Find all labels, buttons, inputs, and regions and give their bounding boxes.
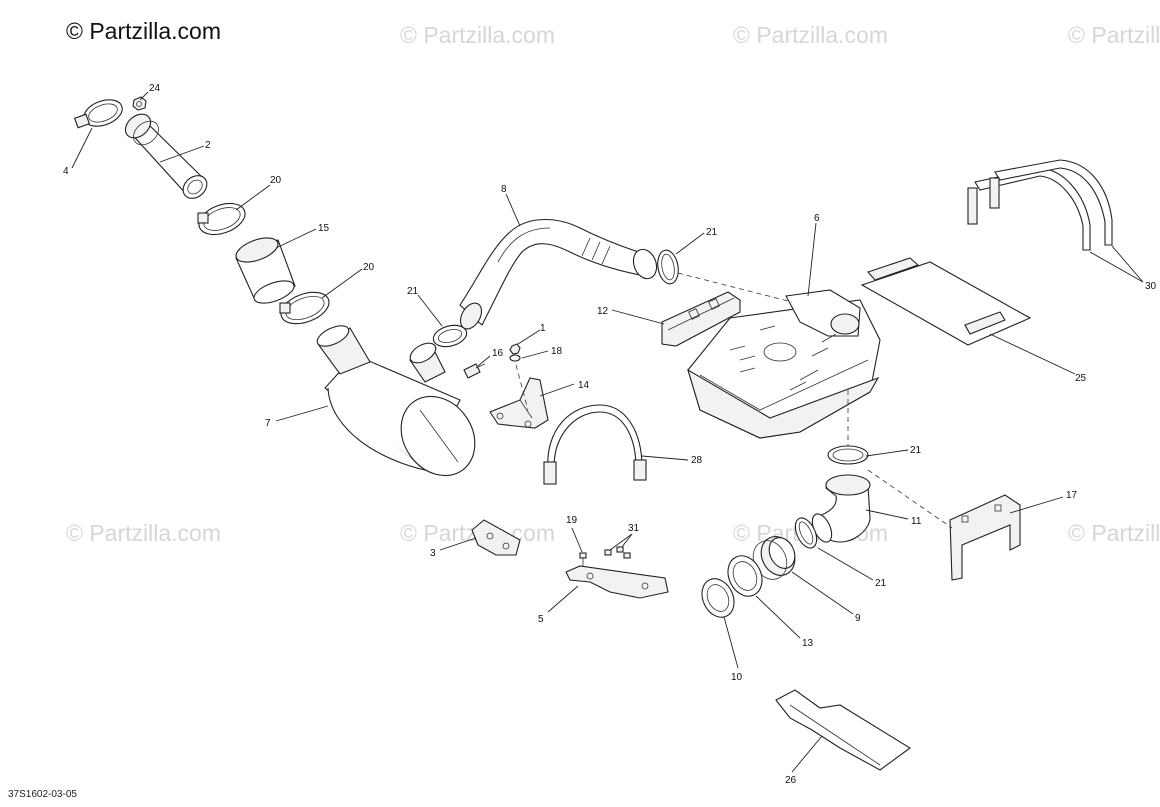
watermark: © Partzilla.com [1068, 22, 1160, 48]
callout-26: 26 [785, 775, 797, 786]
callout-1: 1 [540, 323, 546, 334]
callout-3: 3 [430, 548, 436, 559]
callout-labels: 1 2 3 4 5 6 7 8 9 10 11 12 13 14 15 16 1… [63, 83, 1157, 786]
callout-21-right: 21 [910, 445, 922, 456]
routing-line [515, 364, 529, 411]
callout-15: 15 [318, 223, 330, 234]
callout-21-left: 21 [407, 286, 419, 297]
watermark: © Partzilla.com [1068, 520, 1160, 546]
part-seal-10[interactable] [696, 574, 740, 623]
part-ring-13[interactable] [722, 550, 769, 602]
callout-24: 24 [149, 83, 161, 94]
diagram-code: 37S1602-03-05 [8, 789, 77, 800]
callout-28: 28 [691, 455, 703, 466]
part-bolt-16[interactable] [463, 363, 486, 379]
watermark: © Partzilla.com [733, 22, 888, 48]
part-clamp-20-upper[interactable] [195, 198, 250, 241]
routing-line [677, 272, 793, 303]
leader-lines [71, 91, 1144, 773]
callout-6: 6 [814, 213, 820, 224]
watermark: © Partzilla.com [66, 520, 221, 546]
callout-7: 7 [265, 418, 271, 429]
part-muffler-7[interactable] [314, 322, 490, 490]
part-bolts-31[interactable] [604, 546, 631, 559]
part-nut-1[interactable] [509, 343, 521, 355]
callout-17: 17 [1066, 490, 1078, 501]
callout-2: 2 [205, 140, 211, 151]
part-clamp-4[interactable] [73, 95, 126, 131]
part-sleeve-15[interactable] [233, 233, 297, 308]
part-clamp-20-lower[interactable] [277, 286, 334, 329]
callout-31: 31 [628, 523, 640, 534]
part-bolt-19[interactable] [579, 552, 587, 566]
callout-8: 8 [501, 184, 507, 195]
callout-13: 13 [802, 638, 814, 649]
part-clamp-21-right[interactable] [827, 445, 869, 465]
callout-14: 14 [578, 380, 590, 391]
part-nut-24[interactable] [132, 96, 147, 111]
part-bracket-5[interactable] [565, 565, 669, 599]
part-bracket-3[interactable] [471, 519, 521, 556]
part-washer-18[interactable] [509, 354, 521, 362]
routing-line [867, 469, 953, 529]
callout-5: 5 [538, 614, 544, 625]
part-heatshield-25[interactable] [860, 257, 1032, 346]
callout-21-top: 21 [706, 227, 718, 238]
callout-11: 11 [911, 516, 922, 527]
part-clamp-21-top[interactable] [655, 249, 681, 286]
watermark: © Partzilla.com [400, 22, 555, 48]
part-pipe-2[interactable] [121, 109, 212, 203]
part-silencer-6[interactable] [687, 289, 881, 439]
part-strap-28[interactable] [543, 404, 647, 485]
callout-18: 18 [551, 346, 563, 357]
callout-12: 12 [597, 306, 609, 317]
part-elbow-11[interactable] [808, 474, 871, 545]
part-clamp-21-left[interactable] [431, 322, 469, 350]
part-straps-30[interactable] [967, 159, 1113, 251]
callout-30: 30 [1145, 281, 1157, 292]
part-shield-26[interactable] [775, 689, 911, 771]
part-bracket-14[interactable] [489, 377, 549, 429]
callout-19: 19 [566, 515, 578, 526]
copyright-notice: © Partzilla.com [66, 18, 221, 44]
callout-16: 16 [492, 348, 504, 359]
part-bracket-12[interactable] [661, 291, 741, 347]
callout-4: 4 [63, 166, 69, 177]
part-curved-pipe-8[interactable] [456, 219, 660, 333]
callout-25: 25 [1075, 373, 1087, 384]
callout-20-lower: 20 [363, 262, 375, 273]
part-coupler-9[interactable] [747, 531, 801, 585]
callout-21-lower: 21 [875, 578, 887, 589]
callout-20-upper: 20 [270, 175, 282, 186]
part-bracket-17[interactable] [949, 494, 1021, 581]
part-clamp-21-lower[interactable] [791, 515, 821, 552]
callout-9: 9 [855, 613, 861, 624]
callout-10: 10 [731, 672, 743, 683]
